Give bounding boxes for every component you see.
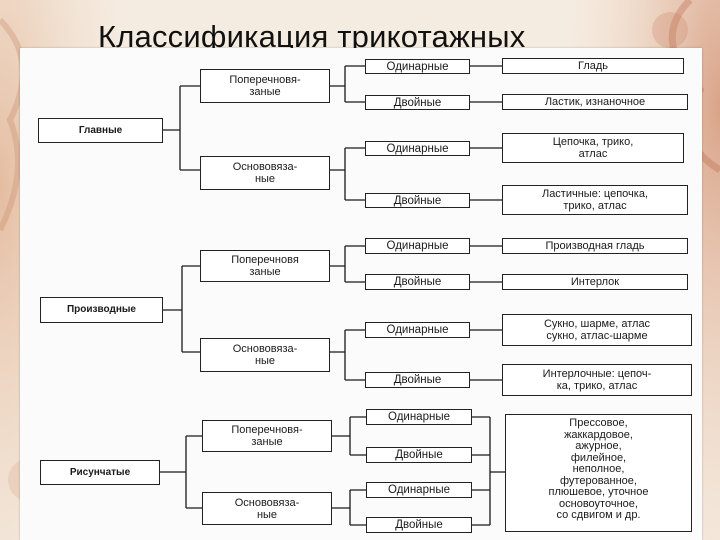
group-patterned: Рисунчатые: [40, 460, 160, 485]
subgroup-weft-patterned: Поперечновя- заные: [202, 420, 332, 452]
type-single: Одинарные: [365, 59, 470, 74]
subgroup-weft-main: Поперечновя- заные: [200, 69, 330, 103]
result-box: Гладь: [502, 58, 684, 74]
subgroup-warp-main: Основовяза- ные: [200, 156, 330, 190]
type-double: Двойные: [366, 517, 472, 533]
result-box: Ластик, изнаночное: [502, 94, 688, 110]
type-single: Одинарные: [365, 322, 470, 338]
result-box: Сукно, шарме, атлас сукно, атлас-шарме: [502, 314, 692, 346]
type-double: Двойные: [365, 274, 470, 290]
group-main: Главные: [38, 118, 163, 143]
result-box: Ластичные: цепочка, трико, атлас: [502, 185, 688, 215]
result-box: Интерлок: [502, 274, 688, 290]
result-box: Интерлочные: цепоч- ка, трико, атлас: [502, 364, 692, 396]
subgroup-warp-derivative: Основовяза- ные: [200, 338, 330, 372]
subgroup-weft-derivative: Поперечновя заные: [200, 250, 330, 282]
result-box: Производная гладь: [502, 238, 688, 254]
result-box: Цепочка, трико, атлас: [502, 133, 684, 163]
type-double: Двойные: [366, 447, 472, 463]
type-single: Одинарные: [365, 141, 470, 156]
slide-title: Классификация трикотажных: [98, 19, 526, 48]
type-single: Одинарные: [366, 482, 472, 498]
type-double: Двойные: [365, 372, 470, 388]
group-derivative: Производные: [40, 297, 163, 323]
type-single: Одинарные: [365, 238, 470, 254]
type-single: Одинарные: [366, 409, 472, 425]
type-double: Двойные: [365, 95, 470, 110]
patterned-result-box: Прессовое, жаккардовое, ажурное, филейно…: [505, 414, 692, 532]
type-double: Двойные: [365, 193, 470, 208]
subgroup-warp-patterned: Основовяза- ные: [202, 492, 332, 525]
